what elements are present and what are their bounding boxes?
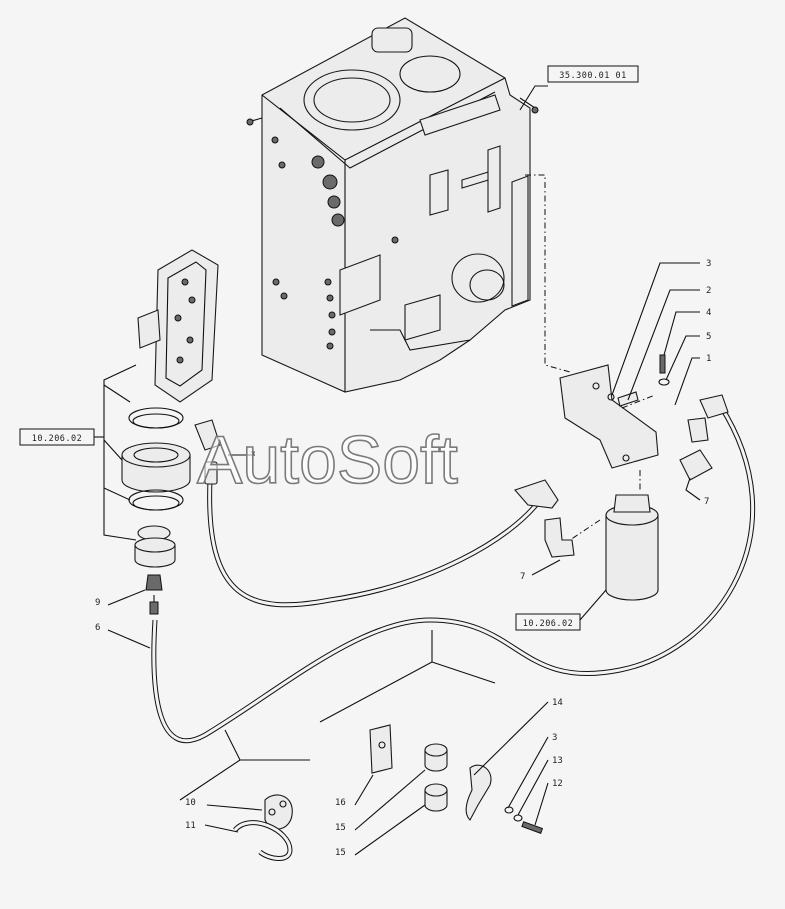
callout-3: 3 — [552, 733, 557, 743]
callout-1: 1 — [706, 354, 711, 364]
callout-10: 10 — [185, 798, 196, 808]
clip-bolt-washers — [504, 806, 544, 834]
callout-16: 16 — [335, 798, 346, 808]
center-line — [525, 174, 571, 373]
callout-5: 5 — [706, 332, 711, 342]
reference-box-left: 10.206.02 — [19, 428, 95, 446]
callout-15: 15 — [335, 823, 346, 833]
callout-6: 6 — [95, 623, 100, 633]
ref-filter-text: 10.206.02 — [523, 619, 574, 629]
callout-labels: 3 2 4 5 1 7 7 7 9 6 10 11 16 15 15 14 3 … — [95, 259, 711, 858]
valve-body — [137, 249, 219, 403]
callout-7: 7 — [250, 451, 255, 461]
callout-2: 2 — [706, 286, 711, 296]
tie-strap — [233, 820, 293, 861]
watermark: AutoSoft — [197, 422, 458, 498]
group-bracket — [103, 364, 137, 541]
transmission-housing — [246, 17, 539, 393]
callout-15: 15 — [335, 848, 346, 858]
detail-arrows — [179, 630, 496, 801]
center-line — [621, 394, 656, 409]
ref-left-text: 10.206.02 — [32, 434, 83, 444]
callout-4: 4 — [706, 308, 711, 318]
leader-lines — [107, 85, 701, 856]
callout-14: 14 — [552, 698, 563, 708]
callout-3: 3 — [706, 259, 711, 269]
callout-11: 11 — [185, 821, 196, 831]
seal-stack — [121, 407, 191, 615]
hose-clamp — [465, 764, 492, 821]
filter-mount-bracket — [559, 364, 659, 469]
ref-top-text: 35.300.01 01 — [559, 71, 626, 81]
reference-box-filter: 10.206.02 — [515, 613, 581, 631]
grommets — [424, 743, 448, 812]
reference-box-top: 35.300.01 01 — [547, 65, 639, 83]
callout-7: 7 — [704, 497, 709, 507]
callout-13: 13 — [552, 756, 563, 766]
center-line — [569, 519, 601, 541]
oil-filter — [605, 494, 659, 601]
clamp-plate — [369, 724, 393, 774]
hoses — [151, 394, 756, 744]
callout-7: 7 — [520, 572, 525, 582]
elbow-fittings — [544, 417, 713, 558]
callout-9: 9 — [95, 598, 100, 608]
callout-12: 12 — [552, 779, 563, 789]
